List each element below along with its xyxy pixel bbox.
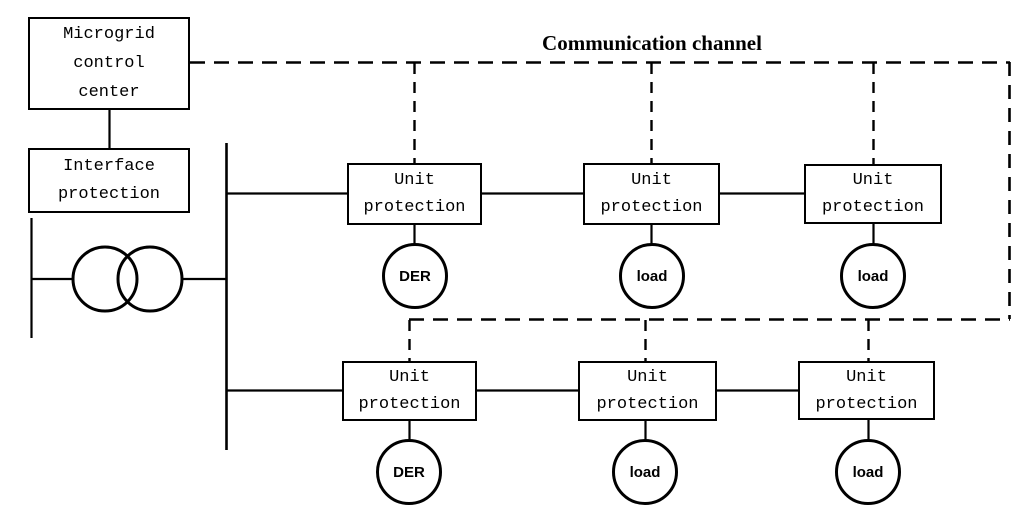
- transformer-icon: [71, 245, 184, 313]
- unit-protection-label: Unit protection: [600, 171, 703, 217]
- microgrid-control-center-label: Microgrid control center: [63, 25, 155, 102]
- load-label: load: [852, 463, 884, 481]
- interface-protection-box: Interface protection: [28, 148, 190, 213]
- unit-protection-label: Unit protection: [821, 171, 925, 217]
- der-label: DER: [399, 267, 431, 285]
- load-label: load: [629, 463, 661, 481]
- interface-protection-label: Interface protection: [57, 156, 161, 204]
- der-label: DER: [393, 463, 425, 481]
- unit-protection-box-row1-3: Unit protection: [804, 164, 942, 224]
- unit-protection-box-row1-1: Unit protection: [347, 163, 482, 225]
- unit-protection-box-row2-3: Unit protection: [798, 361, 935, 420]
- unit-protection-label: Unit protection: [358, 368, 461, 414]
- communication-channel-wires: [190, 61, 1011, 361]
- unit-protection-box-row2-1: Unit protection: [342, 361, 477, 421]
- load-circle-row2-1: load: [612, 439, 678, 505]
- load-label: load: [636, 267, 668, 285]
- load-circle-row1-2: load: [840, 243, 906, 309]
- unit-protection-label: Unit protection: [596, 368, 699, 414]
- load-circle-row2-2: load: [835, 439, 901, 505]
- microgrid-control-center-box: Microgrid control center: [28, 17, 190, 110]
- unit-protection-label: Unit protection: [815, 367, 918, 414]
- unit-protection-box-row2-2: Unit protection: [578, 361, 717, 421]
- der-circle-row1: DER: [382, 243, 448, 309]
- der-circle-row2: DER: [376, 439, 442, 505]
- unit-protection-label: Unit protection: [363, 171, 466, 217]
- unit-protection-box-row1-2: Unit protection: [583, 163, 720, 225]
- communication-channel-label: Communication channel: [542, 31, 762, 55]
- solid-wires: [30, 110, 875, 450]
- load-label: load: [857, 267, 889, 285]
- load-circle-row1-1: load: [619, 243, 685, 309]
